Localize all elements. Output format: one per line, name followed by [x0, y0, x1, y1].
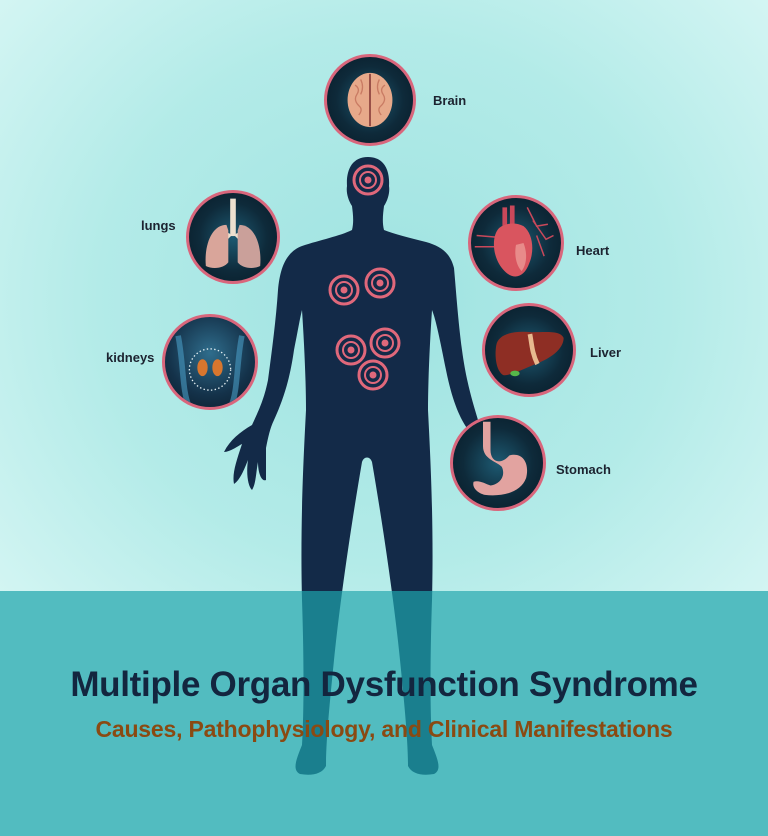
heart-label: Heart	[576, 243, 610, 258]
brain-organ-circle	[324, 54, 416, 146]
stomach-icon	[473, 421, 528, 496]
kidneys-icon	[175, 335, 245, 407]
liver-organ-circle	[482, 303, 576, 397]
brain-icon	[347, 72, 393, 128]
target-marker-abdomen-right-icon	[369, 327, 401, 359]
liver-icon	[495, 331, 564, 377]
heart-organ-circle	[468, 195, 564, 291]
lungs-label: lungs	[141, 218, 176, 233]
heart-icon	[474, 205, 554, 277]
page-title: Multiple Organ Dysfunction Syndrome	[70, 665, 698, 704]
kidneys-organ-circle	[162, 314, 258, 410]
target-markers	[328, 164, 401, 391]
target-marker-chest-right-icon	[364, 267, 396, 299]
lungs-organ-circle	[186, 190, 280, 284]
stomach-label: Stomach	[556, 462, 611, 477]
target-marker-head-icon	[352, 164, 384, 196]
target-marker-abdomen-left-icon	[335, 334, 367, 366]
target-marker-chest-left-icon	[328, 274, 360, 306]
page-subtitle: Causes, Pathophysiology, and Clinical Ma…	[95, 716, 673, 742]
liver-label: Liver	[590, 345, 622, 360]
brain-label: Brain	[433, 93, 467, 108]
kidneys-label: kidneys	[106, 350, 155, 365]
stomach-organ-circle	[450, 415, 546, 511]
lungs-icon	[205, 198, 261, 268]
background-teal-band	[0, 591, 768, 836]
target-marker-abdomen-lower-icon	[357, 359, 389, 391]
